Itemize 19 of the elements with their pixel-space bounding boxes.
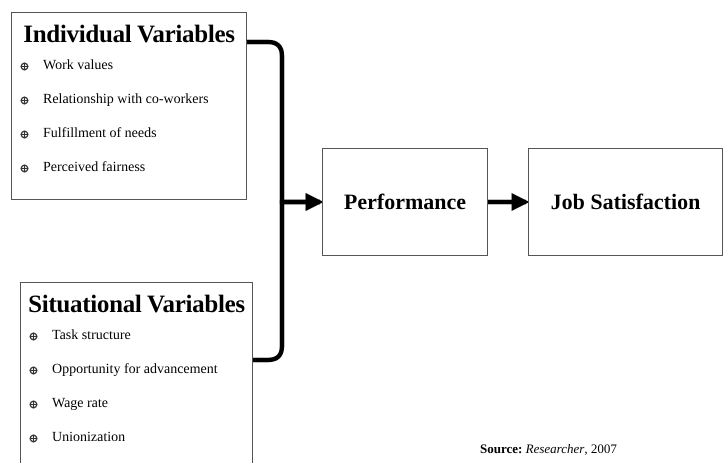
process-box bbox=[528, 148, 723, 256]
box-label: Performance bbox=[344, 189, 466, 215]
list-item: Unionization bbox=[52, 430, 126, 446]
variables-box bbox=[11, 12, 247, 200]
arrow bbox=[253, 193, 324, 362]
source-note: Source: Researcher, 2007 bbox=[480, 441, 617, 457]
list-item: Fulfillment of needs bbox=[43, 126, 157, 142]
list-item: Task structure bbox=[52, 328, 131, 344]
box-heading: Situational Variables bbox=[27, 291, 246, 319]
arrow bbox=[488, 193, 530, 211]
list-item: Perceived fairness bbox=[43, 160, 146, 176]
list-item: Work values bbox=[43, 58, 114, 74]
list-item: Relationship with co-workers bbox=[43, 92, 209, 108]
box-label: Job Satisfaction bbox=[550, 189, 700, 215]
box-heading: Individual Variables bbox=[22, 21, 236, 49]
process-box bbox=[322, 148, 488, 256]
list-item: Opportunity for advancement bbox=[52, 362, 218, 378]
variables-box bbox=[20, 282, 253, 463]
list-item: Wage rate bbox=[52, 396, 108, 412]
